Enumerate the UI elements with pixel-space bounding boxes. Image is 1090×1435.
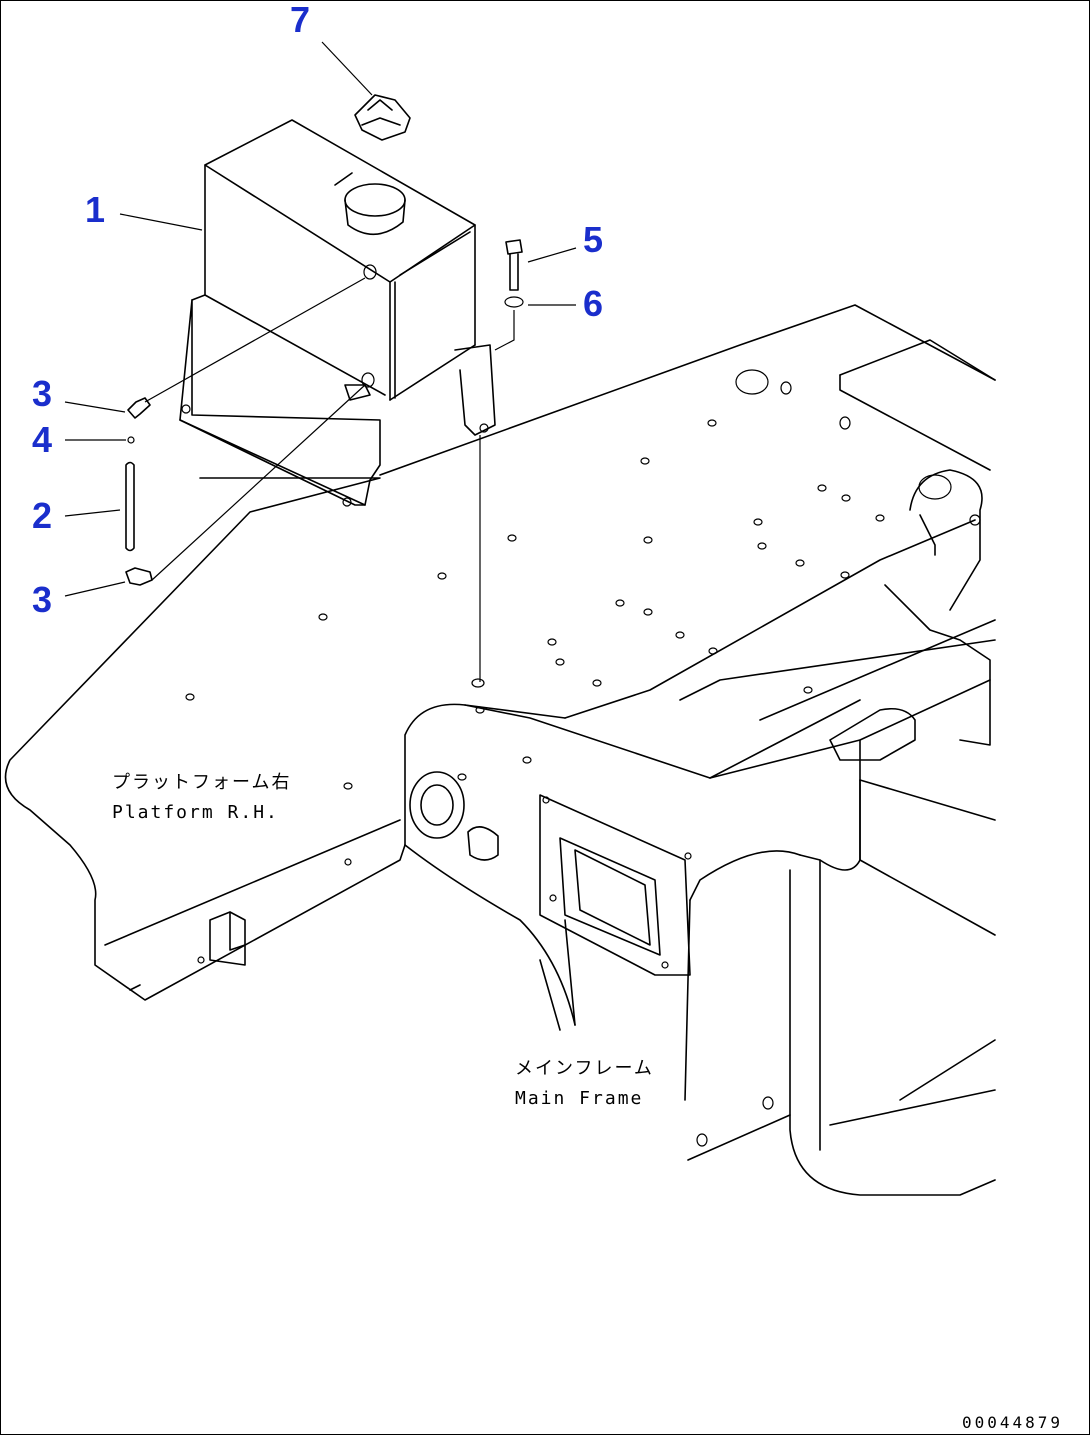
mainframe-label-jp: メインフレーム (515, 1058, 654, 1079)
callout-5: 5 (583, 219, 603, 260)
part-3-elbow-lower (125, 567, 153, 586)
part-3-elbow-upper (127, 397, 151, 419)
part-6-washer (504, 296, 524, 308)
callout-4: 4 (32, 419, 52, 460)
part-7-cap (354, 94, 411, 141)
callout-numbers: 7 1 5 6 3 4 2 3 (32, 0, 603, 620)
callout-3-lower: 3 (32, 579, 52, 620)
part-1-tank (179, 119, 496, 507)
part-5-bolt (505, 239, 523, 291)
callout-3-upper: 3 (32, 373, 52, 414)
mainframe-label-en: Main Frame (515, 1088, 643, 1109)
leader-lines (64, 41, 577, 682)
main-frame (404, 469, 996, 1196)
callout-2: 2 (32, 495, 52, 536)
platform-rh (4, 304, 996, 1001)
callout-1: 1 (85, 189, 105, 230)
platform-label-jp: プラットフォーム右 (112, 772, 291, 793)
platform-label-en: Platform R.H. (112, 802, 279, 823)
document-id: 00044879 (962, 1413, 1063, 1432)
callout-7: 7 (290, 0, 310, 40)
callout-6: 6 (583, 283, 603, 324)
part-2-hose (125, 461, 135, 552)
part-4-oring (127, 436, 135, 444)
